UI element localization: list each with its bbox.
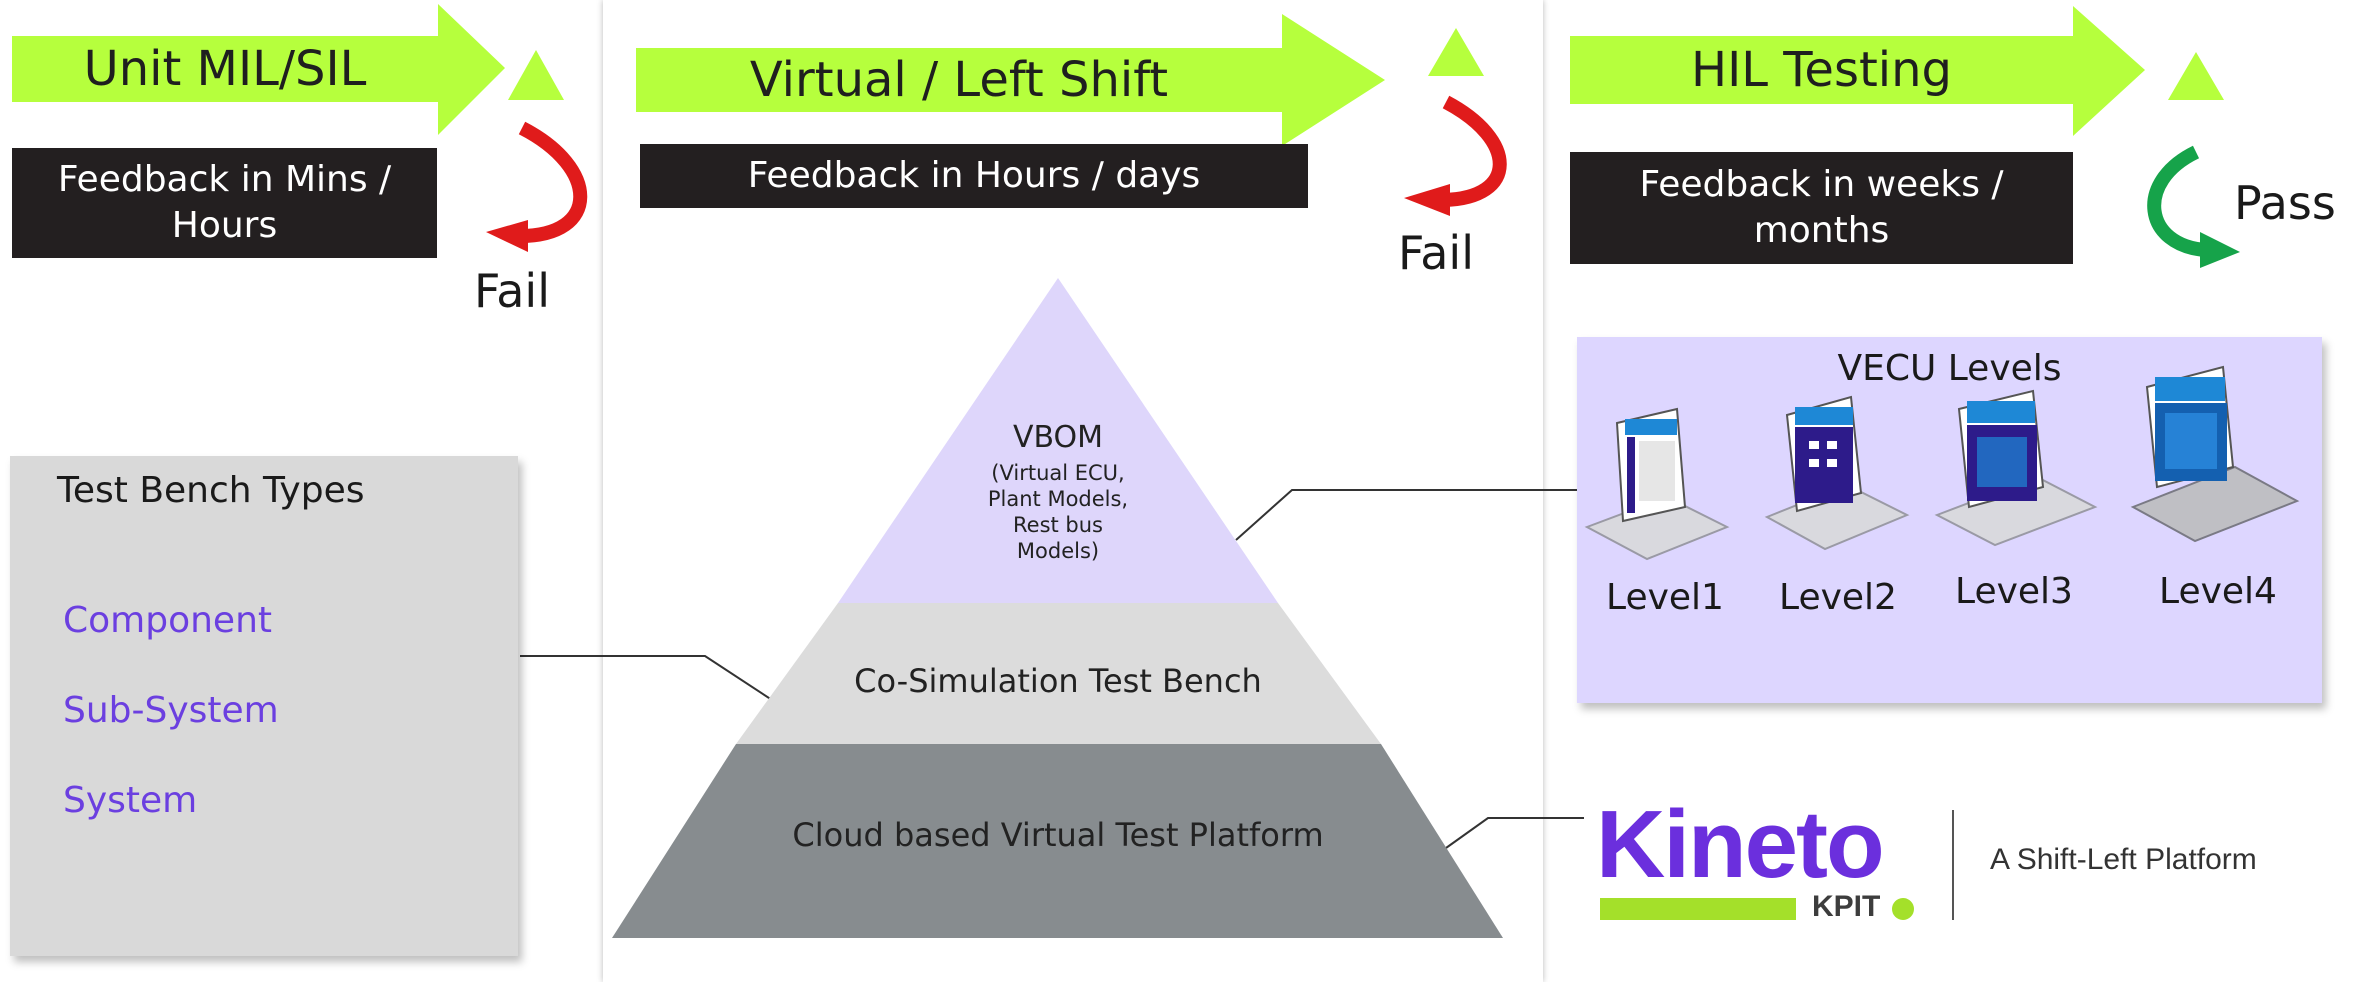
vecu-level4-icon — [2130, 365, 2300, 543]
vecu-levels-title: VECU Levels — [1837, 348, 2062, 389]
pyramid-cosim-label: Co-Simulation Test Bench — [854, 662, 1262, 700]
connector-line — [1235, 489, 1580, 541]
vbom-detail-line: Rest bus — [1013, 513, 1103, 537]
stage1-result: Fail — [474, 264, 550, 318]
stage3-feedback-box: Feedback in weeks / months — [1570, 152, 2073, 264]
pyramid-middle-cosim — [736, 603, 1381, 744]
bench-item-system: System — [63, 780, 198, 821]
vecu-icons-layer — [1584, 365, 2300, 561]
kpit-logo-dot — [1892, 898, 1914, 920]
pyramid-cloud-label: Cloud based Virtual Test Platform — [792, 816, 1324, 854]
bench-item-sub-system: Sub-System — [63, 690, 279, 731]
stage3-title: HIL Testing — [1691, 42, 1952, 98]
stage2-arrow-shape — [636, 14, 1385, 146]
stage3-marker-triangle — [2168, 52, 2224, 100]
kineto-tagline: A Shift-Left Platform — [1990, 843, 2257, 876]
pyramid-bottom-cloud — [612, 744, 1503, 938]
vecu-level2-label: Level2 — [1779, 577, 1897, 618]
kpit-logo-text: KPIT — [1812, 890, 1881, 923]
stage1-marker-triangle — [508, 50, 564, 100]
stage2-result: Fail — [1398, 226, 1474, 280]
stage2-marker-triangle — [1428, 28, 1484, 76]
stage3-result: Pass — [2234, 176, 2336, 230]
connector-line — [520, 655, 773, 701]
fail-arrow-icon — [1404, 95, 1507, 216]
stage2-feedback-box: Feedback in Hours / days — [640, 144, 1308, 208]
bench-item-component: Component — [63, 600, 273, 641]
vecu-level4-label: Level4 — [2159, 571, 2277, 612]
pyramid-top-vbom — [838, 278, 1278, 603]
vbom-detail-line: Plant Models, — [987, 487, 1129, 511]
stage2-title: Virtual / Left Shift — [749, 52, 1169, 108]
kineto-logo-text: Kineto — [1596, 791, 1885, 898]
vecu-level3-label: Level3 — [1955, 571, 2073, 612]
connector-line — [1445, 817, 1584, 849]
vbom-detail-line: Models) — [1016, 539, 1100, 563]
stage1-arrow-shape — [12, 4, 505, 135]
pyramid-vbom-title: VBOM — [1012, 420, 1104, 455]
vecu-level3-icon — [1934, 389, 2098, 547]
logo-divider — [1952, 810, 1954, 920]
vbom-detail-line: (Virtual ECU, — [991, 461, 1125, 485]
test-bench-panel — [10, 456, 518, 956]
vecu-level2-icon — [1764, 395, 1910, 551]
pyramid-vbom-detail: (Virtual ECU, Plant Models, Rest bus Mod… — [938, 460, 1178, 564]
stage1-feedback-box: Feedback in Mins / Hours — [12, 148, 437, 258]
vecu-level1-icon — [1584, 407, 1730, 561]
test-bench-title: Test Bench Types — [57, 470, 365, 511]
vecu-level1-label: Level1 — [1606, 577, 1724, 618]
fail-arrow-icon — [486, 121, 588, 252]
stage3-arrow-shape — [1570, 6, 2145, 136]
kineto-logo-bar — [1600, 898, 1796, 920]
stage1-title: Unit MIL/SIL — [83, 41, 367, 97]
pass-arrow-icon — [2147, 145, 2240, 268]
